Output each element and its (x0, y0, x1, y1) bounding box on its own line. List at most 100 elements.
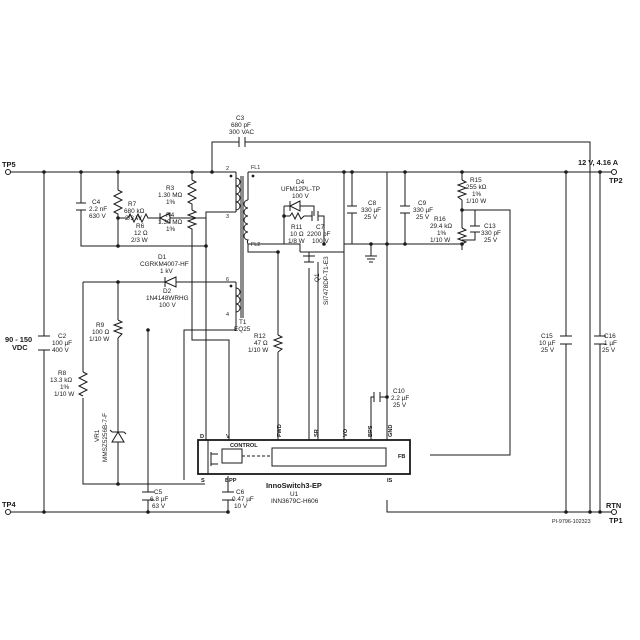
r15-value: 255 kΩ (466, 184, 487, 191)
c9-value: 330 µF (413, 207, 433, 214)
terminal-tp5 (5, 169, 11, 175)
pin-is-label: IS (387, 478, 393, 484)
component-labels: C3 680 pF 300 VAC C4 2.2 nF 630 V R7 680… (50, 115, 617, 510)
r9-value: 100 Ω (92, 329, 109, 336)
pin-bps-label: BPS (368, 425, 374, 437)
t1-core (240, 176, 244, 318)
pin-vo-label: VO (343, 428, 349, 437)
label-rtn: RTN (606, 501, 621, 510)
pin-gnd-label: GND (388, 425, 394, 437)
c7-ref: C7 (316, 224, 325, 231)
c9-ref: C9 (418, 200, 427, 207)
drawing-id: PI-9796-102323 (552, 519, 591, 525)
r3-ref: R3 (166, 185, 175, 192)
t1-bias-coil (235, 287, 241, 313)
r15-rating: 1/10 W (466, 198, 487, 205)
q1-ref: Q1 (314, 273, 321, 282)
r3-symbol (186, 179, 198, 210)
c4-rating: 630 V (89, 213, 106, 220)
c8-ref: C8 (368, 200, 377, 207)
r4-tol: 1% (166, 226, 176, 233)
r16-symbol (456, 227, 468, 245)
r7-rating: 2/3 W (125, 215, 143, 222)
pin-fb-label: FB (398, 454, 405, 460)
t1-pin-3: 3 (226, 214, 229, 220)
d1-symbol (158, 212, 171, 224)
c9-rating: 25 V (416, 214, 430, 221)
t1-fl1: FL1 (251, 165, 260, 171)
r15-tol: 1% (472, 191, 482, 198)
c5-symbol (142, 491, 154, 501)
c7-value: 2200 pF (307, 231, 331, 238)
d4-part: UFM12PL-TP (281, 186, 320, 193)
d2-rating: 100 V (159, 302, 176, 309)
d4-rating: 100 V (292, 193, 309, 200)
c5-rating: 63 V (152, 503, 166, 510)
c6-value: 0.47 µF (232, 496, 254, 503)
r15-symbol (456, 179, 468, 201)
t1-pin-2: 2 (226, 166, 229, 172)
c5-ref: C5 (154, 489, 163, 496)
c8-symbol (347, 205, 357, 214)
label-input-2: VDC (12, 343, 28, 352)
c5-value: 6.8 µF (150, 496, 168, 503)
r4-symbol (186, 209, 198, 232)
pin-fwd-label: FWD (277, 424, 283, 437)
r3-value: 1.30 MΩ (158, 192, 183, 199)
d1-part: CGRKM4007-HF (140, 261, 189, 268)
pin-d-label: D (200, 434, 204, 440)
ic-name: InnoSwitch3-EP (266, 481, 322, 490)
r9-symbol (112, 319, 124, 339)
c13-symbol (470, 225, 480, 233)
c2-value: 100 µF (52, 340, 72, 347)
c15-symbol (560, 335, 572, 345)
terminal-tp2 (611, 169, 617, 175)
c8-rating: 25 V (364, 214, 378, 221)
r16-value: 29.4 kΩ (430, 223, 452, 230)
c7-rating: 100 V (312, 238, 329, 245)
c2-ref: C2 (58, 333, 67, 340)
d4-ref: D4 (296, 179, 305, 186)
q1-part: SI7478DP-T1-E3 (323, 256, 330, 305)
c13-rating: 25 V (484, 237, 498, 244)
t1-secondary-coil (243, 199, 249, 245)
c2-symbol (38, 335, 50, 351)
label-tp4: TP4 (2, 500, 16, 509)
r6-rating: 2/3 W (131, 237, 149, 244)
terminals: TP5 TP4 TP2 TP1 12 V, 4.16 A RTN 90 - 15… (2, 158, 623, 525)
r4-value: 1.30 MΩ (158, 219, 183, 226)
r15-ref: R15 (470, 177, 482, 184)
pin-bpp-label: BPP (225, 478, 237, 484)
pin-s-label: S (201, 478, 205, 484)
c4-ref: C4 (92, 199, 101, 206)
c4-value: 2.2 nF (89, 206, 107, 213)
r11-rating: 1/8 W (288, 238, 306, 245)
c13-ref: C13 (484, 223, 496, 230)
r6-symbol (127, 212, 150, 224)
terminal-tp4 (5, 509, 11, 515)
d2-part: 1N4148WRHG (146, 295, 189, 302)
r7-ref: R7 (128, 201, 137, 208)
r12-rating: 1/10 W (248, 347, 269, 354)
c15-value: 10 µF (539, 340, 556, 347)
r12-symbol (272, 334, 284, 353)
c6-rating: 10 V (234, 503, 248, 510)
c4-symbol (76, 202, 86, 211)
d1-rating: 1 kV (160, 268, 174, 275)
c15-rating: 25 V (541, 347, 555, 354)
c6-symbol (222, 491, 234, 501)
t1-pin-4: 4 (226, 312, 229, 318)
vr1-symbol (109, 420, 127, 443)
r6-ref: R6 (136, 223, 145, 230)
t1-core-type: EQ25 (234, 326, 251, 333)
r12-ref: R12 (254, 333, 266, 340)
c6-ref: C6 (236, 489, 245, 496)
r6-value: 12 Ω (134, 230, 148, 237)
label-output: 12 V, 4.16 A (578, 158, 619, 167)
c10-rating: 25 V (393, 402, 407, 409)
r8-rating: 1/10 W (54, 391, 75, 398)
d4-symbol (288, 200, 305, 212)
component-symbols (38, 137, 606, 501)
r8-ref: R8 (58, 370, 67, 377)
